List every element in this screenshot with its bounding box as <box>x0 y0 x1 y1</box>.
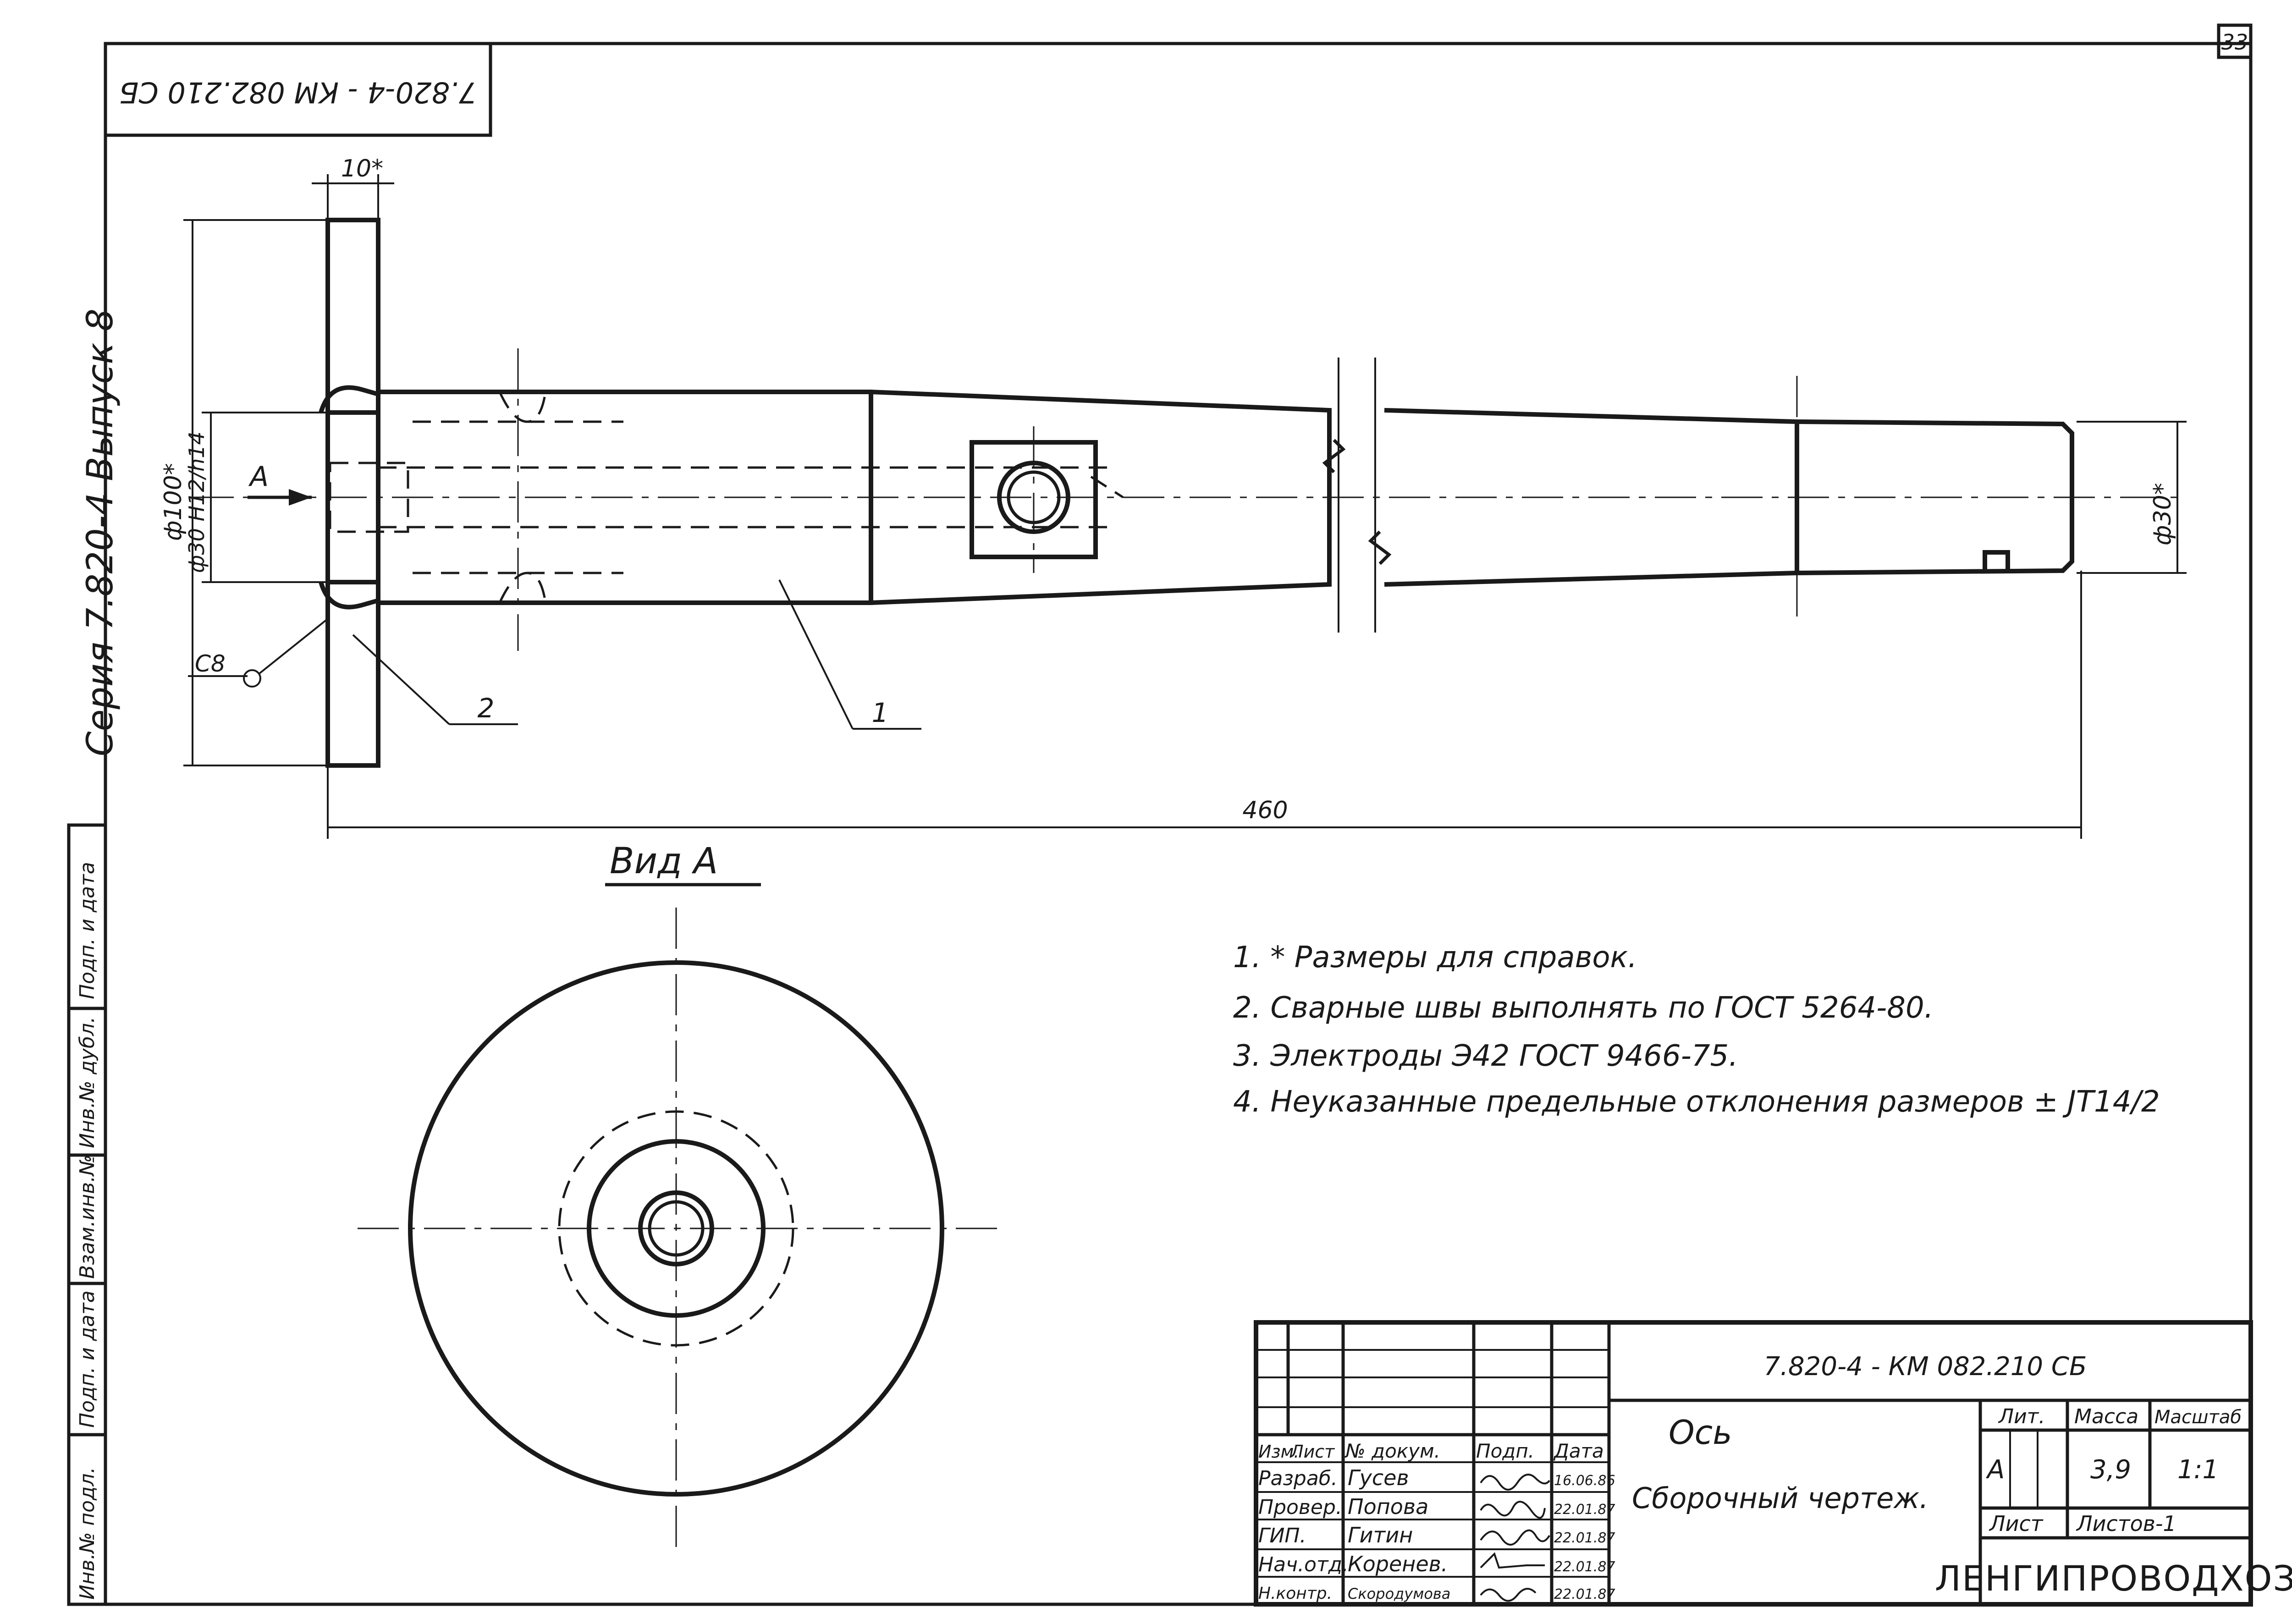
weld-callout-label: С8 <box>195 650 226 677</box>
dim-total-length-label: 460 <box>1242 797 1288 824</box>
left-stamp-strip: Подп. и дата Инв.№ дубл. Взам.инв.№ Подп… <box>67 823 107 1606</box>
dim-inner-diameter: ф30 H12/h14 <box>184 412 328 583</box>
tb-name-1: Гусев <box>1348 1465 1409 1490</box>
tb-name-2: Попова <box>1348 1494 1428 1519</box>
tb-date-3: 22.01.87 <box>1554 1530 1615 1546</box>
dim-inner-diameter-label: ф30 H12/h14 <box>184 431 209 573</box>
title-block: Изм. Лист № докум. Подп. Дата Разраб. Гу… <box>1254 1320 2292 1607</box>
tb-sheet-label: Лист <box>1989 1511 2044 1536</box>
leader-part-2-label: 2 <box>478 693 495 724</box>
note-1: 1. * Размеры для справок. <box>1233 941 1637 974</box>
strip-cell-2: Инв.№ дубл. <box>76 1017 99 1148</box>
tb-mass-label: Масса <box>2074 1405 2138 1428</box>
dim-right-diameter: ф30* <box>2077 421 2187 574</box>
tb-role-1: Разраб. <box>1258 1467 1338 1490</box>
weld-callout: С8 <box>188 618 329 688</box>
tb-name-3: Гитин <box>1348 1523 1413 1547</box>
leader-part-1-label: 1 <box>872 697 889 728</box>
flange-part-2 <box>319 218 380 768</box>
tb-role-5: Н.контр. <box>1258 1584 1332 1603</box>
view-arrow-a-label: А <box>248 461 269 493</box>
view-a: Вид А <box>358 841 999 1549</box>
tb-name-4: Коренев. <box>1348 1552 1448 1576</box>
strip-cell-1: Подп. и дата <box>76 862 99 999</box>
tb-name-5: Скородумова <box>1348 1585 1450 1602</box>
tb-scale-value: 1:1 <box>2177 1455 2219 1485</box>
note-2: 2. Сварные швы выполнять по ГОСТ 5264-80… <box>1233 991 1934 1025</box>
tb-subtitle: Сборочный чертеж. <box>1632 1481 1928 1515</box>
tb-role-3: ГИП. <box>1258 1524 1306 1547</box>
tb-header-list: Лист <box>1289 1442 1335 1462</box>
square-boss <box>970 426 1098 573</box>
tb-date-5: 22.01.87 <box>1554 1586 1615 1602</box>
tb-date-4: 22.01.87 <box>1554 1559 1615 1575</box>
side-series-label: Серия 7.820-4 Выпуск 8 <box>80 308 121 756</box>
tb-lit-label: Лит. <box>1998 1405 2045 1428</box>
strip-cell-3: Взам.инв.№ <box>76 1155 99 1279</box>
tb-header-date: Дата <box>1553 1440 1604 1462</box>
note-3: 3. Электроды Э42 ГОСТ 9466-75. <box>1233 1039 1738 1073</box>
view-a-title: Вид А <box>610 841 718 882</box>
sheet-frame: 33 7.820-4 - КМ 082.210 СБ Серия 7.820-4… <box>80 23 2253 1606</box>
tb-lit-value: А <box>1986 1455 2005 1485</box>
dim-total-length: 460 <box>327 571 2082 839</box>
tb-part-name: Ось <box>1669 1413 1732 1452</box>
page-number: 33 <box>2221 30 2248 55</box>
tb-sheets-label: Листов-1 <box>2076 1511 2176 1536</box>
tb-mass-value: 3,9 <box>2090 1455 2131 1485</box>
tb-scale-label: Масштаб <box>2154 1407 2242 1428</box>
tb-date-1: 16.06.86 <box>1554 1473 1615 1489</box>
dim-outer-diameter-label: ф100* <box>160 463 187 541</box>
tb-date-2: 22.01.87 <box>1554 1502 1615 1518</box>
tb-header-izm: Изм. <box>1258 1442 1299 1462</box>
dim-outer-diameter: ф100* <box>160 219 328 766</box>
technical-notes: 1. * Размеры для справок. 2. Сварные швы… <box>1233 941 2160 1119</box>
leader-part-2: 2 <box>352 634 518 725</box>
tb-header-doc: № докум. <box>1344 1440 1440 1462</box>
dim-flange-thickness-label: 10* <box>341 155 383 182</box>
note-4: 4. Неуказанные предельные отклонения раз… <box>1233 1085 2160 1119</box>
tb-doc-code: 7.820-4 - КМ 082.210 СБ <box>1764 1352 2087 1382</box>
tb-role-4: Нач.отд. <box>1258 1553 1349 1576</box>
dim-right-diameter-label: ф30* <box>2149 483 2176 545</box>
leader-part-1: 1 <box>778 579 921 730</box>
tb-header-sign: Подп. <box>1476 1440 1534 1462</box>
tb-organization: ЛЕНГИПРОВОДХОЗ <box>1935 1558 2292 1599</box>
tb-role-2: Провер. <box>1258 1496 1342 1519</box>
dim-flange-thickness: 10* <box>312 155 394 220</box>
axis-assembly-view: 10* ф100* ф30 H12/h14 ф30* 4 <box>160 155 2187 839</box>
signatures <box>1480 1474 1550 1602</box>
doc-code-mirrored: 7.820-4 - КМ 082.210 СБ <box>119 76 477 109</box>
shaft-part-1 <box>378 358 2074 633</box>
hidden-lines <box>329 391 1124 604</box>
view-arrow-a: А <box>248 461 312 506</box>
strip-cell-4: Подп. и дата <box>76 1290 99 1428</box>
strip-cell-5: Инв.№ подл. <box>76 1467 99 1600</box>
